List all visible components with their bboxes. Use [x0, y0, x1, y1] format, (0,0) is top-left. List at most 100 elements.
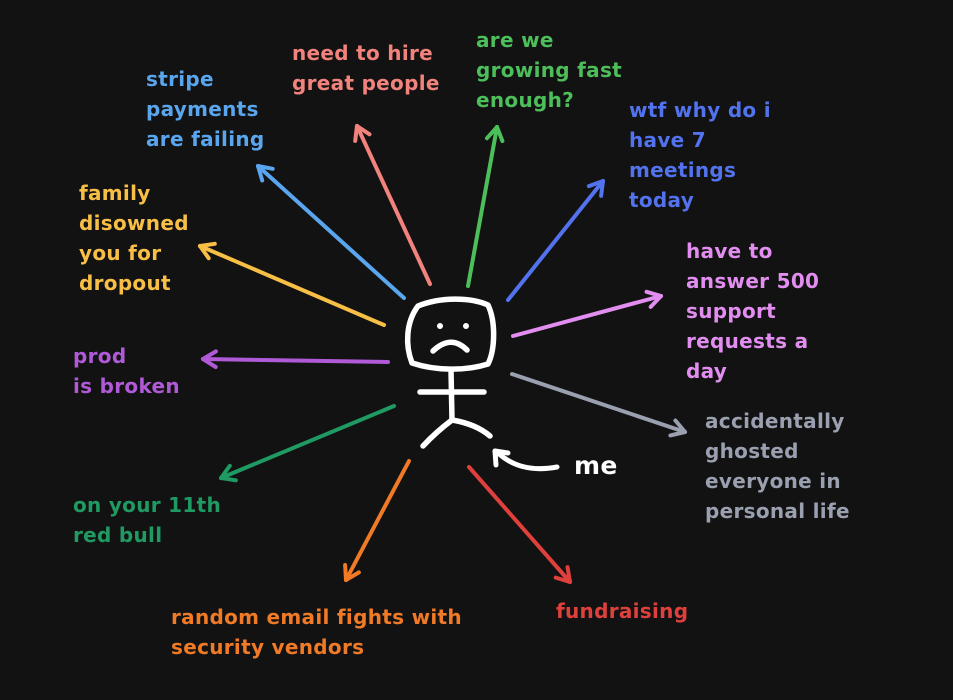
- me-pointer-arrow: [492, 448, 560, 472]
- label-line: are failing: [146, 127, 265, 151]
- arrow-head-ghosted-1: [673, 418, 687, 434]
- label-line: payments: [146, 97, 259, 121]
- arrow-head-fundraising-1: [565, 565, 572, 584]
- arrow-shaft-fundraising: [467, 465, 572, 584]
- label-line: family: [79, 181, 151, 205]
- arrow-head-meetings-1: [586, 179, 605, 189]
- label-support: have to answer 500 support requests a day: [686, 236, 819, 386]
- arrow-head-growing-1: [485, 125, 499, 141]
- arrow-shaft-prod: [201, 357, 390, 364]
- label-line: are we: [476, 28, 554, 52]
- figure-right-eye: [463, 323, 469, 329]
- arrow-shaft-support: [511, 294, 663, 338]
- arrow-fundraising: [467, 465, 572, 584]
- label-stripe: stripe payments are failing: [146, 64, 265, 154]
- figure-head: [404, 296, 497, 372]
- label-line: everyone in: [705, 469, 841, 493]
- arrow-head-redbull-1: [219, 476, 238, 483]
- label-line: dropout: [79, 271, 171, 295]
- arrow-email: [343, 459, 411, 582]
- label-line: need to hire: [292, 41, 434, 65]
- figure-left-eye: [437, 323, 443, 329]
- label-ghosted: accidentally ghosted everyone in personal l…: [705, 406, 850, 526]
- label-line: you for: [79, 241, 162, 265]
- label-line: growing fast: [476, 58, 623, 82]
- arrow-shaft-email: [344, 459, 411, 582]
- label-line: on your 11th: [73, 493, 222, 517]
- label-line: random email fights with: [171, 605, 462, 629]
- arrow-family: [198, 241, 386, 327]
- label-line: today: [629, 188, 695, 212]
- label-line: fundraising: [556, 599, 689, 623]
- label-fundraising: fundraising: [556, 596, 688, 626]
- label-line: personal life: [705, 499, 850, 523]
- arrow-shaft-stripe: [256, 164, 406, 300]
- arrow-hire: [353, 124, 432, 286]
- arrow-shaft-family: [198, 244, 386, 327]
- arrow-head-email-1: [344, 570, 361, 582]
- label-line: great people: [292, 71, 440, 95]
- figure-right-leg: [449, 417, 493, 439]
- arrow-head-prod-2: [201, 349, 218, 361]
- label-email: random email fights with security vendors: [171, 602, 462, 662]
- stick-figure: [404, 296, 497, 449]
- arrow-stripe: [256, 164, 406, 300]
- arrows-group: [198, 124, 687, 584]
- figure-frown: [430, 339, 470, 354]
- label-line: requests a: [686, 329, 809, 353]
- arrow-prod: [201, 349, 390, 369]
- arrow-head-stripe-1: [256, 164, 265, 183]
- arrow-shaft-ghosted: [510, 372, 687, 434]
- figure-body: [448, 367, 455, 423]
- label-line: is broken: [73, 374, 180, 398]
- arrow-growing: [466, 125, 505, 288]
- label-meetings: wtf why do i have 7 meetings today: [629, 95, 771, 215]
- label-line: stripe: [146, 67, 214, 91]
- label-line: enough?: [476, 88, 575, 112]
- arrow-shaft-redbull: [219, 404, 396, 480]
- arrow-head-meetings-2: [599, 179, 605, 198]
- label-line: prod: [73, 344, 127, 368]
- label-line: ghosted: [705, 439, 799, 463]
- label-hire: need to hire great people: [292, 38, 440, 98]
- label-line: wtf why do i: [629, 98, 771, 122]
- label-line: disowned: [79, 211, 189, 235]
- arrow-shaft-meetings: [506, 179, 605, 302]
- arrow-head-hire-1: [353, 124, 359, 143]
- arrow-head-redbull-2: [219, 463, 232, 480]
- arrow-head-support-2: [648, 294, 663, 309]
- label-line: answer 500: [686, 269, 820, 293]
- arrow-head-support-1: [644, 289, 663, 298]
- arrow-redbull: [219, 404, 396, 483]
- arrow-support: [511, 289, 663, 338]
- arrow-head-growing-2: [495, 125, 505, 143]
- label-line: accidentally: [705, 409, 845, 433]
- label-family: family disowned you for dropout: [79, 178, 189, 298]
- arrow-head-ghosted-2: [668, 430, 687, 438]
- label-line: have to: [686, 239, 773, 263]
- arrow-head-prod-1: [201, 357, 218, 369]
- arrow-shaft-hire: [355, 124, 432, 286]
- arrow-head-stripe-2: [256, 164, 275, 171]
- arrow-head-family-2: [198, 241, 217, 248]
- label-line: day: [686, 359, 728, 383]
- arrow-head-email-2: [343, 563, 348, 582]
- label-line: support: [686, 299, 777, 323]
- me-label: me: [574, 451, 618, 480]
- arrow-head-fundraising-2: [553, 575, 572, 584]
- arrow-meetings: [506, 179, 605, 302]
- figure-left-leg: [420, 417, 455, 449]
- arrow-head-family-1: [198, 244, 211, 261]
- label-line: meetings: [629, 158, 737, 182]
- label-prod: prod is broken: [73, 341, 180, 401]
- arrow-ghosted: [510, 372, 687, 438]
- label-line: have 7: [629, 128, 707, 152]
- arrow-shaft-growing: [466, 125, 499, 288]
- label-line: security vendors: [171, 635, 365, 659]
- label-growing: are we growing fast enough?: [476, 25, 622, 115]
- label-line: red bull: [73, 523, 163, 547]
- label-redbull: on your 11th red bull: [73, 490, 221, 550]
- arrow-head-hire-2: [355, 124, 372, 137]
